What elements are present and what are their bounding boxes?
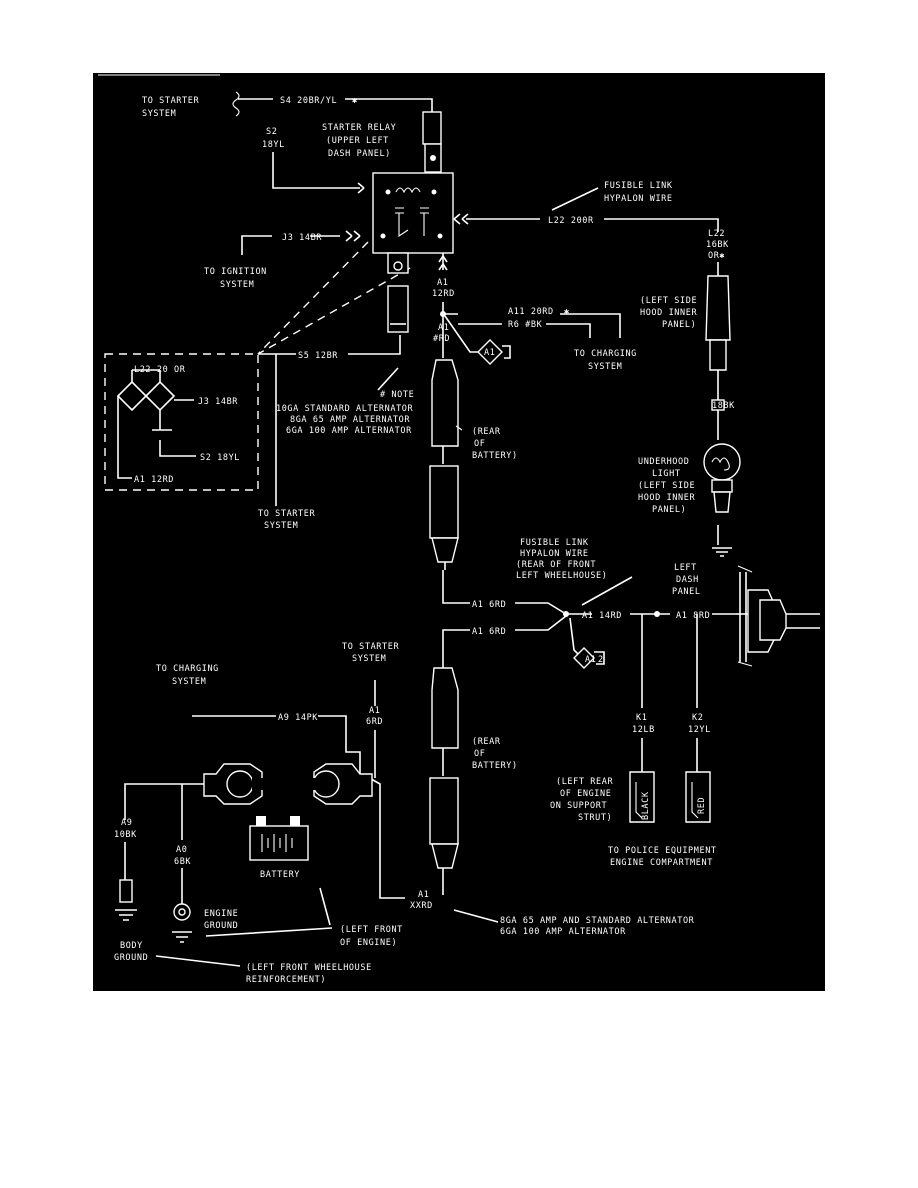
label-diamond2-num: 2	[598, 655, 604, 665]
label-red: RED	[697, 797, 707, 814]
label-a1-diamond2: A1	[585, 655, 596, 665]
battery-fuse-2	[429, 667, 459, 869]
label-a1-8rd: A1 8RD	[676, 611, 710, 621]
label-a1-6rd-b: A1 6RD	[472, 627, 506, 637]
battery-fuse-1	[429, 359, 463, 570]
ground-lugs	[115, 879, 192, 943]
label-a1-diamond: A1	[484, 348, 495, 358]
label-a11-star: ✱	[564, 307, 570, 317]
label-s4-star: ✱	[352, 96, 358, 106]
starter-relay	[345, 111, 469, 274]
label-a9-14pk: A9 14PK	[278, 713, 318, 723]
label-r6: R6 #BK	[508, 320, 543, 330]
underhood-light	[703, 275, 741, 557]
label-inset-a1: A1 12RD	[134, 475, 174, 485]
label-black: BLACK	[641, 791, 651, 820]
wires	[98, 74, 820, 967]
label-note: # NOTE	[380, 390, 414, 400]
label-inset-j3: J3 14BR	[198, 397, 238, 407]
label-s4: S4 20BR/YL	[280, 96, 337, 106]
battery	[249, 816, 309, 861]
label-inset-l22: L22 20 OR	[134, 365, 186, 375]
label-a1-rd: A1#RD	[433, 323, 450, 344]
dash-panel-grommet	[563, 565, 787, 669]
fusible-link-connector	[387, 285, 511, 365]
diagram-background	[93, 73, 825, 991]
label-a1-14rd: A1 14RD	[582, 611, 622, 621]
label-j3: J3 14BR	[282, 233, 322, 243]
label-battery: BATTERY	[260, 870, 300, 880]
label-l22-200r: L22 200R	[548, 216, 594, 226]
police-connectors	[629, 771, 711, 823]
inset-detail-box	[104, 353, 259, 491]
battery-terminals	[203, 763, 373, 805]
label-a1-6rd-a: A1 6RD	[472, 600, 506, 610]
label-s5: S5 12BR	[298, 351, 338, 361]
label-18bk: 18BK	[712, 401, 735, 411]
label-a11: A11 20RD	[508, 307, 554, 317]
label-inset-s2: S2 18YL	[200, 453, 240, 463]
